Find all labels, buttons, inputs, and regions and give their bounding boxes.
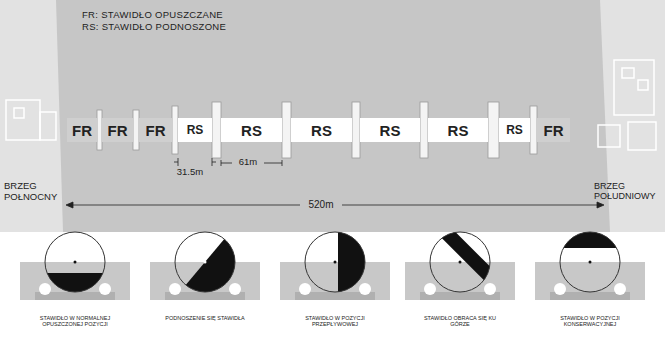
gate-box: RS <box>360 118 420 142</box>
gate-type: RS <box>448 122 469 139</box>
shore-label: BRZEG POŁUDNIOWY <box>594 181 663 202</box>
gate-box: FR <box>537 118 570 142</box>
piers <box>97 102 537 158</box>
gate-type: RS <box>311 122 332 139</box>
gate-box: RS <box>428 118 488 142</box>
gate-box: RS <box>499 118 530 142</box>
river <box>56 0 610 232</box>
gate-box: RS <box>291 118 352 142</box>
dimension: 61m <box>232 157 264 168</box>
shore-ground <box>0 0 665 232</box>
gate-type: RS <box>506 123 523 137</box>
position-caption: STAWIDŁO W POZYCJI PRZEPŁYWOWEJ <box>290 315 380 328</box>
gate-box: FR <box>67 118 97 142</box>
south-buildings <box>598 60 656 150</box>
gate-box: RS <box>221 118 282 142</box>
gate-type: FR <box>108 122 128 139</box>
dimension: 31.5m <box>170 167 210 178</box>
gate-box: FR <box>139 118 172 142</box>
north-buildings <box>6 100 56 140</box>
gate-box: FR <box>102 118 133 142</box>
legend-note: RS: STAWIDŁO PODNOSZONE <box>82 22 282 33</box>
position-caption: PODNOSZENIE SIĘ STAWIDŁA <box>160 315 250 321</box>
gate-type: RS <box>380 122 401 139</box>
gate-type: FR <box>146 122 166 139</box>
dimension: 520m <box>302 199 340 211</box>
position-caption: STAWIDŁO OBRACA SIĘ KU GÓRZE <box>415 315 505 328</box>
gate-type: FR <box>72 122 92 139</box>
gate-box: RS <box>178 118 212 142</box>
gate-positions <box>20 221 645 311</box>
legend-note: FR: STAWIDŁO OPUSZCZANE <box>82 10 282 21</box>
gate-type: RS <box>241 122 262 139</box>
position-caption: STAWIDŁO W NORMALNEJ OPUSZCZONEJ POZYCJI <box>30 315 120 328</box>
gate-type: RS <box>187 123 204 137</box>
position-caption: STAWIDŁO W POZYCJI KONSERWACYJNEJ <box>545 315 635 328</box>
shore-label: BRZEG POŁNOCNY <box>4 181 62 203</box>
gate-type: FR <box>544 122 564 139</box>
